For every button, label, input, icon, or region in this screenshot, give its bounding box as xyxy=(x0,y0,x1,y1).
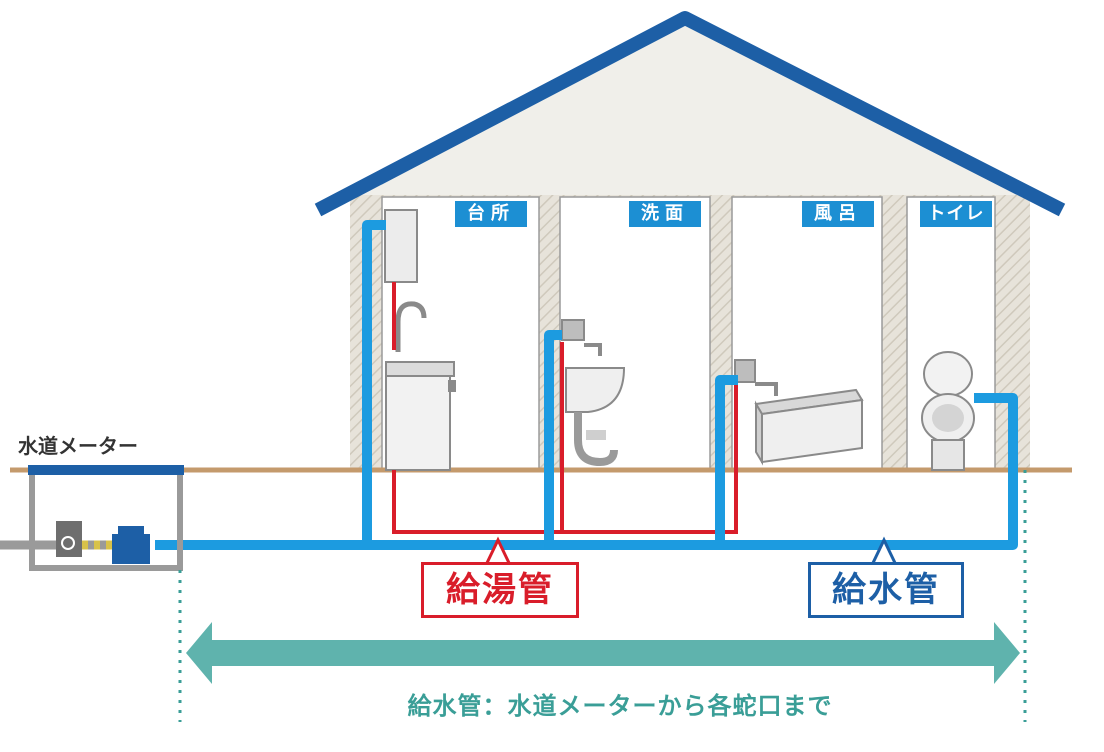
hot-pipe-label: 給湯管 xyxy=(421,562,579,618)
span-arrow xyxy=(186,622,1020,684)
toilet-icon xyxy=(921,351,975,471)
room-label-kitchen: 台所 xyxy=(455,201,527,227)
cold-pipe-label: 給水管 xyxy=(808,562,964,618)
span-caption: 給水管：水道メーターから各蛇口まで xyxy=(407,692,833,720)
wash-basin-icon xyxy=(561,319,626,467)
room-label-bathroom: 風呂 xyxy=(802,201,874,227)
roof xyxy=(314,11,1066,217)
water-meter-label: 水道メーター xyxy=(18,434,138,458)
bathtub-icon xyxy=(734,359,864,466)
water-meter-icon xyxy=(112,526,150,564)
water-heater-icon xyxy=(384,209,418,283)
stop-valve-icon xyxy=(56,521,82,557)
room-label-washroom: 洗面 xyxy=(629,201,701,227)
water-meter-box xyxy=(0,465,184,571)
hot-water-pipe xyxy=(392,282,738,534)
kitchen-sink-icon xyxy=(385,301,456,471)
room-label-toilet: トイレ xyxy=(920,201,992,227)
cold-water-pipe xyxy=(155,220,1018,550)
